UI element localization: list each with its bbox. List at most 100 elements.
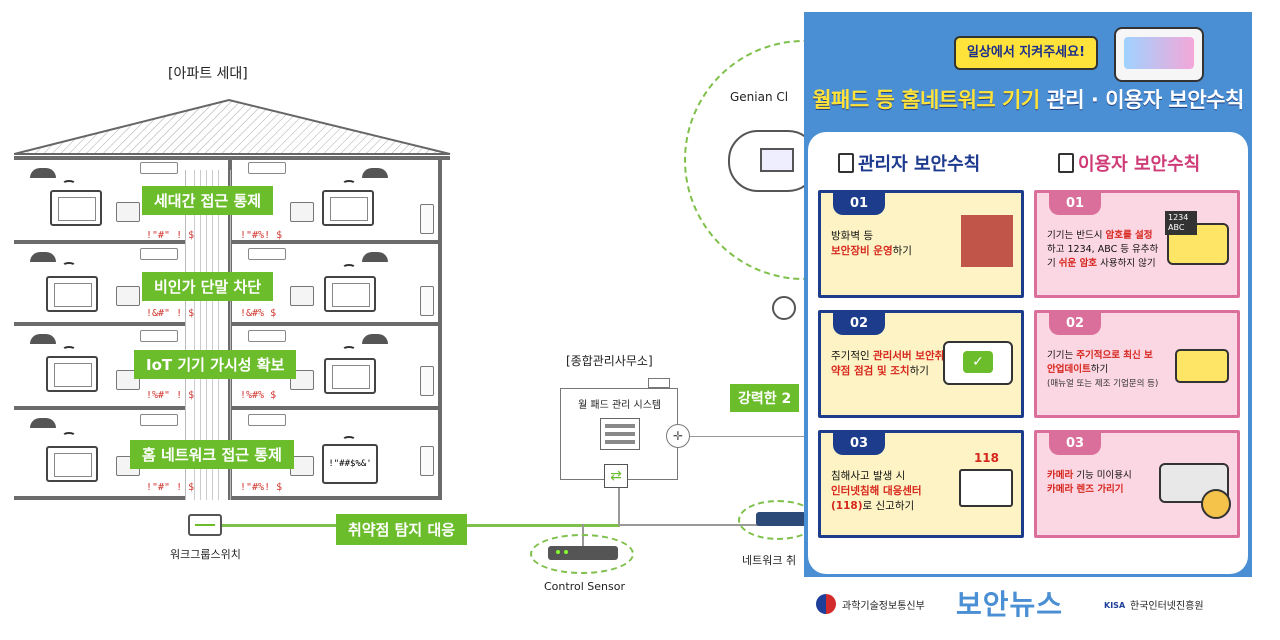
lamp-icon (362, 168, 388, 178)
rule-text: 주기적인 관리서버 보안취약점 점검 및 조치하기 (831, 350, 945, 377)
strong-tag: 강력한 2 (730, 384, 800, 412)
intercom-icon (290, 286, 314, 306)
wifi-icon (342, 180, 356, 188)
pin-example: 1234 ABC (1165, 211, 1197, 235)
vuln-detect-tag: 취약점 탐지 대응 (336, 514, 468, 545)
lamp-icon (30, 418, 56, 428)
wallpad-icon (322, 190, 374, 226)
control-tag: 세대간 접근 통제 (142, 186, 274, 215)
wifi-icon (342, 436, 356, 444)
rules-panel: 관리자 보안수칙 이용자 보안수칙 01 방화벽 등 보안장비 운영하기 02 … (808, 132, 1248, 574)
call-center-icon (959, 469, 1013, 507)
wallpad-icon (50, 190, 102, 226)
switch-icon: ⇄ (604, 464, 628, 488)
rule-text: 방화벽 등 보안장비 운영하기 (831, 230, 912, 257)
attack-code: !&#" ! $ (146, 308, 195, 319)
wallpad-icon (324, 358, 376, 394)
apartment-title: [아파트 세대] (168, 66, 248, 82)
lens-zoom-icon (1201, 489, 1231, 519)
network-device-icon (756, 512, 805, 526)
headline-part-2: 관리 · 이용자 보안수칙 (1046, 88, 1244, 112)
connection-line (690, 436, 805, 437)
office-title: [종합관리사무소] (566, 354, 653, 368)
kisa-name: 한국인터넷진흥원 (1130, 601, 1204, 612)
network-diagram: [아파트 세대] !"#" ! $ !"#%! $ 세대간 접근 통제 (14, 40, 805, 593)
office-chimney (648, 378, 670, 388)
door-lock-icon (420, 204, 434, 234)
door-lock-icon (420, 446, 434, 476)
floor-divider (14, 322, 186, 326)
firewall-icon (961, 215, 1013, 267)
wifi-icon (62, 346, 76, 354)
government-logo (816, 594, 836, 614)
floor-divider (232, 496, 442, 500)
security-poster: 일상에서 지켜주세요! 월패드 등 홈네트워크 기기 관리 · 이용자 보안수칙… (804, 12, 1252, 628)
lamp-icon (30, 168, 56, 178)
building-roof (14, 98, 451, 155)
user-rule-card: 01 기기는 반드시 암호를 설정하고 1234, ABC 등 유추하기 쉬운 … (1034, 190, 1240, 298)
air-conditioner-icon (140, 248, 178, 260)
user-rule-card: 03 카메라 기능 미이용시 카메라 렌즈 가리기 (1034, 430, 1240, 538)
rule-number: 02 (1049, 313, 1101, 335)
sensor-highlight (530, 534, 634, 574)
shield-check-icon: ✓ (943, 341, 1013, 385)
hotline-number: 118 (973, 451, 999, 465)
wallpad-tablet-icon (1114, 27, 1204, 82)
admin-rule-card: 02 주기적인 관리서버 보안취약점 점검 및 조치하기 ✓ (818, 310, 1024, 418)
lamp-icon (362, 252, 388, 262)
rule-number: 01 (1049, 193, 1101, 215)
wallpad-icon (46, 276, 98, 312)
riser-shaft (185, 170, 231, 500)
clipboard-icon (1058, 153, 1074, 173)
intercom-icon (116, 286, 140, 306)
wifi-icon (62, 262, 76, 270)
air-conditioner-icon (248, 248, 286, 260)
kisa-logo: KISA (1104, 601, 1126, 610)
rule-text: 카메라 기능 미이용시 카메라 렌즈 가리기 (1047, 470, 1132, 495)
rule-number: 01 (833, 193, 885, 215)
cloud-icon (728, 130, 805, 192)
lamp-icon (30, 252, 56, 262)
door-lock-icon (420, 366, 434, 396)
air-conditioner-icon (140, 330, 178, 342)
control-tag: 홈 네트워크 접근 통제 (130, 440, 294, 469)
wallpad-icon (46, 356, 98, 392)
network-highlight (738, 500, 805, 540)
door-lock-icon (420, 286, 434, 316)
rule-text: 기기는 주기적으로 최신 보안업데이트하기 (매뉴얼 또는 제조 기업문의 등) (1047, 350, 1159, 389)
air-conditioner-icon (140, 414, 178, 426)
wifi-icon (342, 346, 356, 354)
air-conditioner-icon (248, 414, 286, 426)
rule-number: 03 (833, 433, 885, 455)
router-icon: ✛ (666, 424, 690, 448)
user-rules-title: 이용자 보안수칙 (1058, 150, 1200, 176)
air-conditioner-icon (248, 162, 286, 174)
tablet-screen (1124, 37, 1194, 69)
floor-divider (232, 406, 442, 410)
rule-text: 기기는 반드시 암호를 설정하고 1234, ABC 등 유추하기 쉬운 암호 … (1047, 230, 1159, 269)
poster-header: 일상에서 지켜주세요! 월패드 등 홈네트워크 기기 관리 · 이용자 보안수칙 (804, 12, 1252, 130)
floor-divider (14, 406, 186, 410)
lamp-icon (30, 334, 56, 344)
admin-rule-card: 01 방화벽 등 보안장비 운영하기 (818, 190, 1024, 298)
attack-code: !"#" ! $ (146, 482, 195, 493)
compromised-wallpad-icon: !"##$%&' (322, 444, 378, 484)
wallpad-icon (46, 446, 98, 482)
control-sensor-label: Control Sensor (544, 580, 625, 593)
poster-headline: 월패드 등 홈네트워크 기기 관리 · 이용자 보안수칙 (804, 84, 1252, 114)
floor-divider (14, 496, 186, 500)
wallpad-icon (324, 276, 376, 312)
update-tablet-icon (1175, 349, 1229, 383)
control-tag: 비인가 단말 차단 (142, 272, 274, 301)
attack-code: !"#" ! $ (146, 230, 195, 241)
building-wall (438, 156, 442, 500)
workgroup-switch-icon (188, 514, 222, 536)
admin-rules-title: 관리자 보안수칙 (838, 150, 980, 176)
rule-number: 02 (833, 313, 885, 335)
floor-divider (14, 240, 186, 244)
network-label: 네트워크 취 (742, 554, 797, 567)
rule-number: 03 (1049, 433, 1101, 455)
control-sensor-icon (548, 546, 618, 560)
connection-line (620, 524, 805, 526)
wifi-icon (62, 432, 76, 440)
